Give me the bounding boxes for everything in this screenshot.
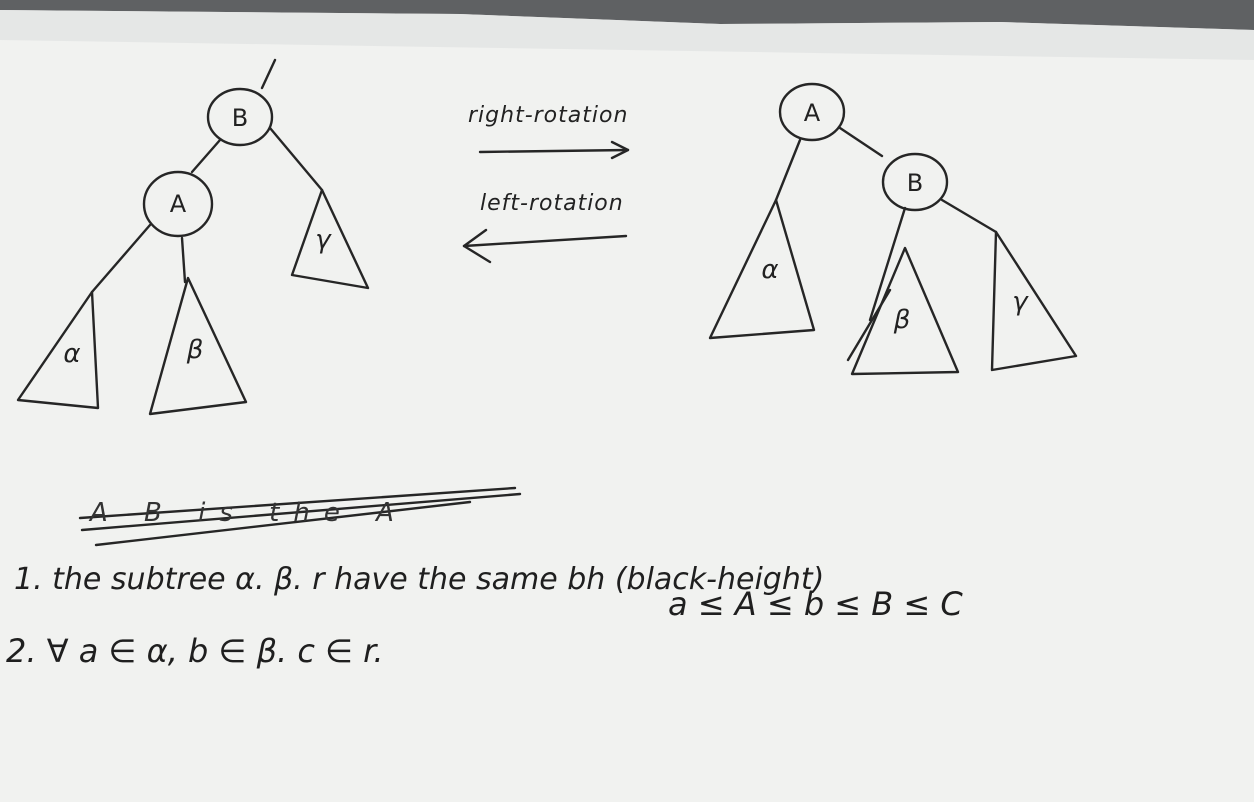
paper-sheet xyxy=(0,10,1254,802)
right-alpha-triangle xyxy=(708,198,816,340)
left-child-to-alpha-edge xyxy=(90,223,152,294)
right-beta-extra-stroke xyxy=(846,288,892,362)
left-alpha-triangle xyxy=(16,290,100,410)
left-root-label: B xyxy=(232,104,248,132)
right-arrow-shaft xyxy=(478,148,630,154)
left-arrow-head xyxy=(462,228,492,264)
strike-line-1 xyxy=(78,486,517,520)
right-root-node-circle xyxy=(778,82,846,142)
note-line-2: 2. ∀ a ∈ α, b ∈ β. c ∈ r. xyxy=(6,632,384,670)
paper-shadow xyxy=(0,10,1254,60)
left-child-label: A xyxy=(170,190,187,218)
left-beta-triangle xyxy=(148,276,248,416)
right-gamma-triangle xyxy=(990,230,1078,372)
left-gamma-triangle xyxy=(290,188,370,290)
struck-out-text: A B is the A xyxy=(90,498,408,528)
left-beta-label: β xyxy=(186,335,204,365)
strike-line-3 xyxy=(94,500,472,547)
left-gamma-label: γ xyxy=(315,225,332,255)
left-arrow-shaft xyxy=(462,234,628,248)
right-rotation-label: right-rotation xyxy=(468,103,628,128)
right-child-node-circle xyxy=(881,152,949,212)
left-rotation-label: left-rotation xyxy=(480,191,624,216)
right-root-to-alpha-edge xyxy=(774,138,802,202)
note-line-2-order: a ≤ A ≤ b ≤ B ≤ C xyxy=(668,585,963,623)
note-line-1: 1. the subtree α. β. r have the same bh … xyxy=(14,562,825,597)
right-arrow-head xyxy=(610,140,630,160)
left-child-to-beta-edge xyxy=(180,236,187,284)
left-root-to-gamma-edge xyxy=(268,126,324,192)
right-alpha-label: α xyxy=(761,255,778,285)
right-child-to-gamma-edge xyxy=(940,198,998,234)
right-gamma-label: γ xyxy=(1012,287,1029,317)
right-root-to-child-edge xyxy=(838,126,884,158)
strike-line-2 xyxy=(80,492,522,532)
left-root-to-child-edge xyxy=(190,138,222,174)
struck-out-note: A B is the A xyxy=(80,480,550,550)
right-beta-label: β xyxy=(893,305,911,335)
left-root-node-circle xyxy=(206,87,274,147)
right-root-label: A xyxy=(804,99,821,127)
right-child-label: B xyxy=(907,169,923,197)
left-alpha-label: α xyxy=(63,339,80,369)
left-root-parent-edge xyxy=(260,58,277,90)
left-child-node-circle xyxy=(142,170,214,238)
right-child-to-beta-edge xyxy=(868,206,907,322)
